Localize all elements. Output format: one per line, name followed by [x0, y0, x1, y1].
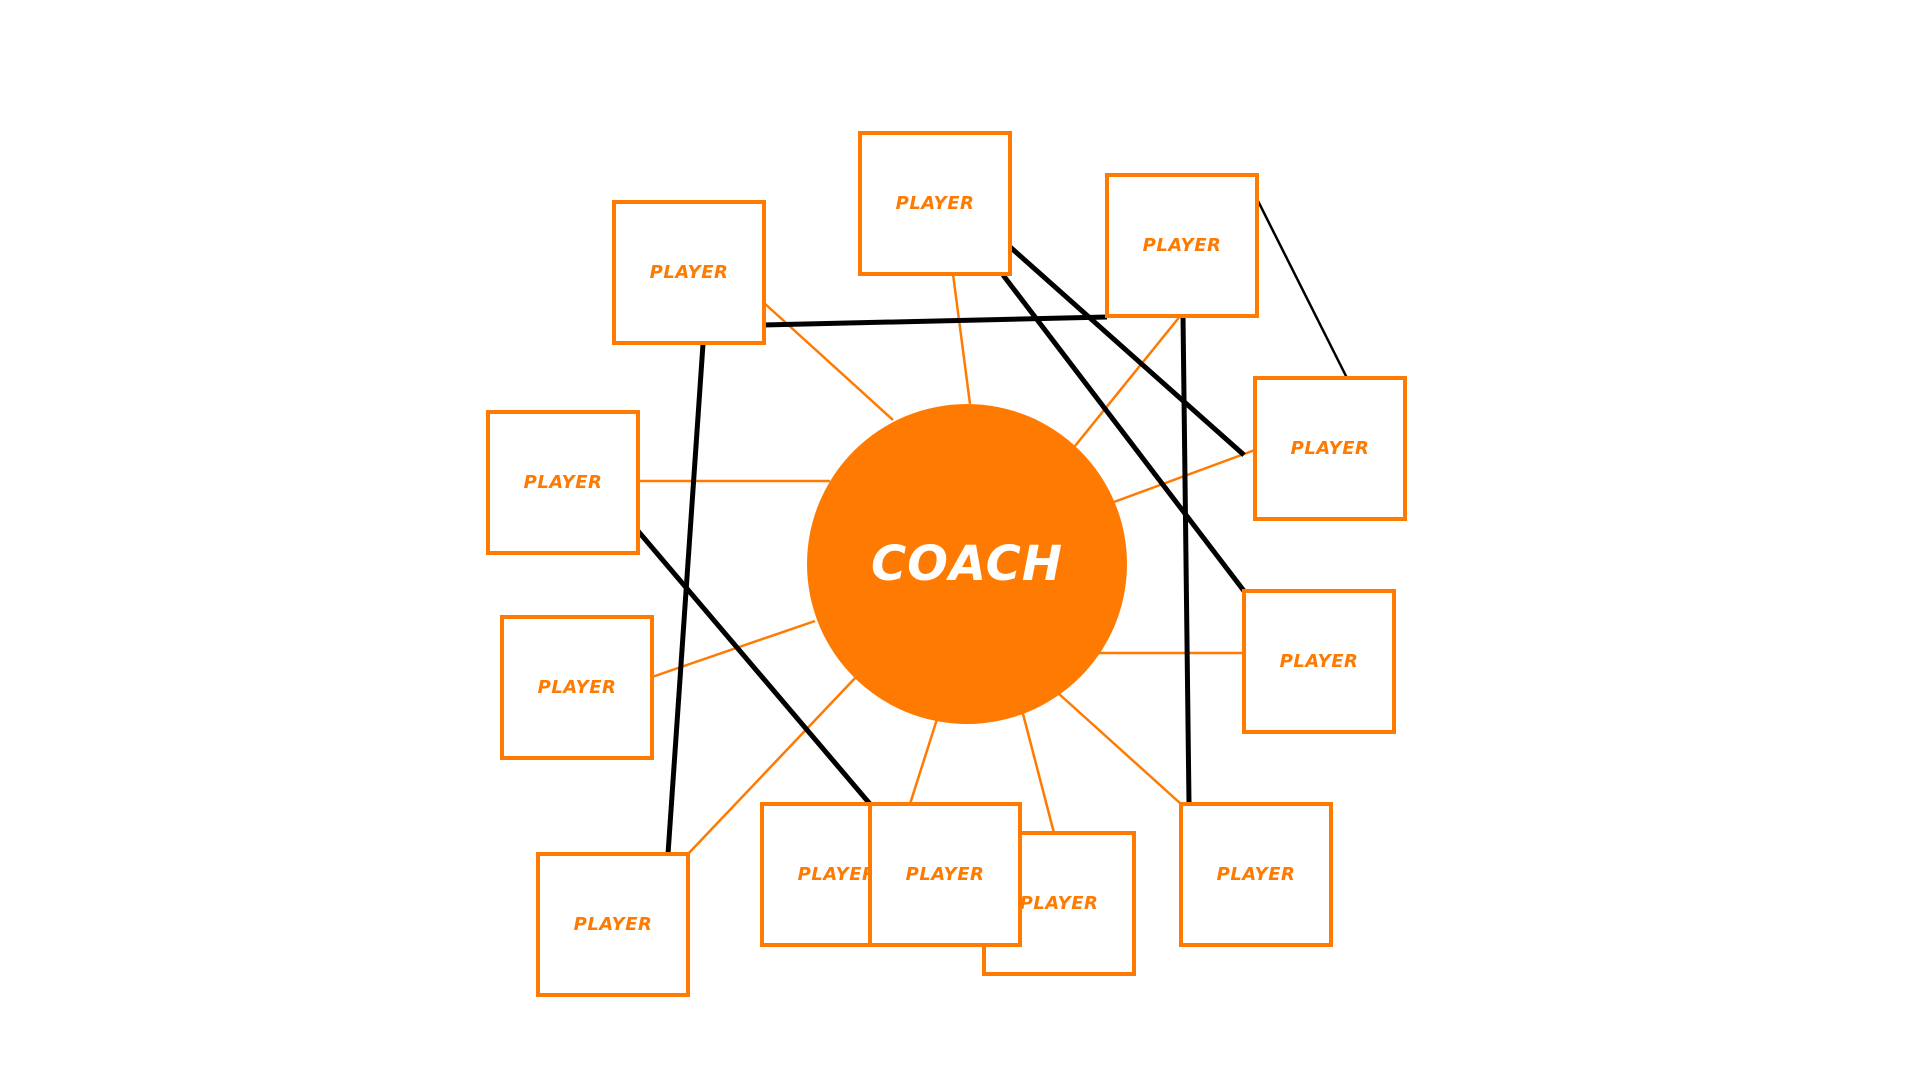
coach-line-p10: [1020, 709, 1056, 834]
player-label: PLAYER: [1217, 864, 1296, 885]
coach-label: COACH: [871, 536, 1063, 592]
player-box: [1105, 173, 1259, 318]
player-box: [486, 410, 640, 555]
player-node-p11: PLAYER: [536, 852, 690, 997]
player-link-p2-p8: [1001, 273, 1246, 593]
coach-node: COACH: [807, 404, 1127, 724]
player-node-p2: PLAYER: [858, 131, 1012, 276]
player-to-player-links: [636, 196, 1349, 855]
player-node-p4: PLAYER: [1253, 376, 1407, 521]
player-node-p1: PLAYER: [612, 200, 766, 345]
player-link-p1-p11: [665, 343, 706, 855]
player-box: [500, 615, 654, 760]
player-box: [1253, 376, 1407, 521]
coach-line-p1: [762, 301, 894, 421]
coach-line-p11: [687, 675, 858, 855]
coach-line-p9: [1057, 692, 1182, 805]
player-label: PLAYER: [538, 677, 617, 698]
coach-circle: [807, 404, 1127, 724]
player-label: PLAYER: [650, 262, 729, 283]
player-label: PLAYER: [906, 864, 985, 885]
player-node-p3: PLAYER: [1105, 173, 1259, 318]
player-label: PLAYER: [1291, 438, 1370, 459]
player-box: [612, 200, 766, 345]
player-node-p12: PLAYER: [868, 802, 1022, 947]
player-label: PLAYER: [1020, 893, 1099, 914]
player-link-p3-p4: [1254, 196, 1349, 379]
player-box: [1179, 802, 1333, 947]
player-label: PLAYER: [1143, 235, 1222, 256]
player-box: [868, 802, 1022, 947]
player-node-p5: PLAYER: [1242, 589, 1396, 734]
coach-line-p7: [651, 619, 816, 679]
player-nodes: PLAYER PLAYER PLAYER PLAYER PLAYER PLAYER PLAY…: [486, 131, 1407, 997]
player-label: PLAYER: [574, 914, 653, 935]
coach-line-p2: [951, 273, 972, 405]
player-node-p7: PLAYER: [500, 615, 654, 760]
player-label: PLAYER: [524, 472, 603, 493]
player-link-p1-p3: [762, 314, 1108, 328]
player-link-p3-p9: [1180, 315, 1192, 805]
player-label: PLAYER: [798, 864, 877, 885]
player-box: [536, 852, 690, 997]
coach-connection-lines: [638, 273, 1256, 855]
player-link-p2-p5: [1007, 244, 1246, 457]
player-node-p9: PLAYER: [1179, 802, 1333, 947]
player-label: PLAYER: [896, 193, 975, 214]
player-box: [1242, 589, 1396, 734]
player-link-p6-p12: [636, 529, 872, 806]
player-label: PLAYER: [1280, 651, 1359, 672]
player-box: [858, 131, 1012, 276]
coach-line-p3: [1074, 314, 1182, 447]
coach-line-p8: [908, 715, 940, 805]
player-node-p6: PLAYER: [486, 410, 640, 555]
